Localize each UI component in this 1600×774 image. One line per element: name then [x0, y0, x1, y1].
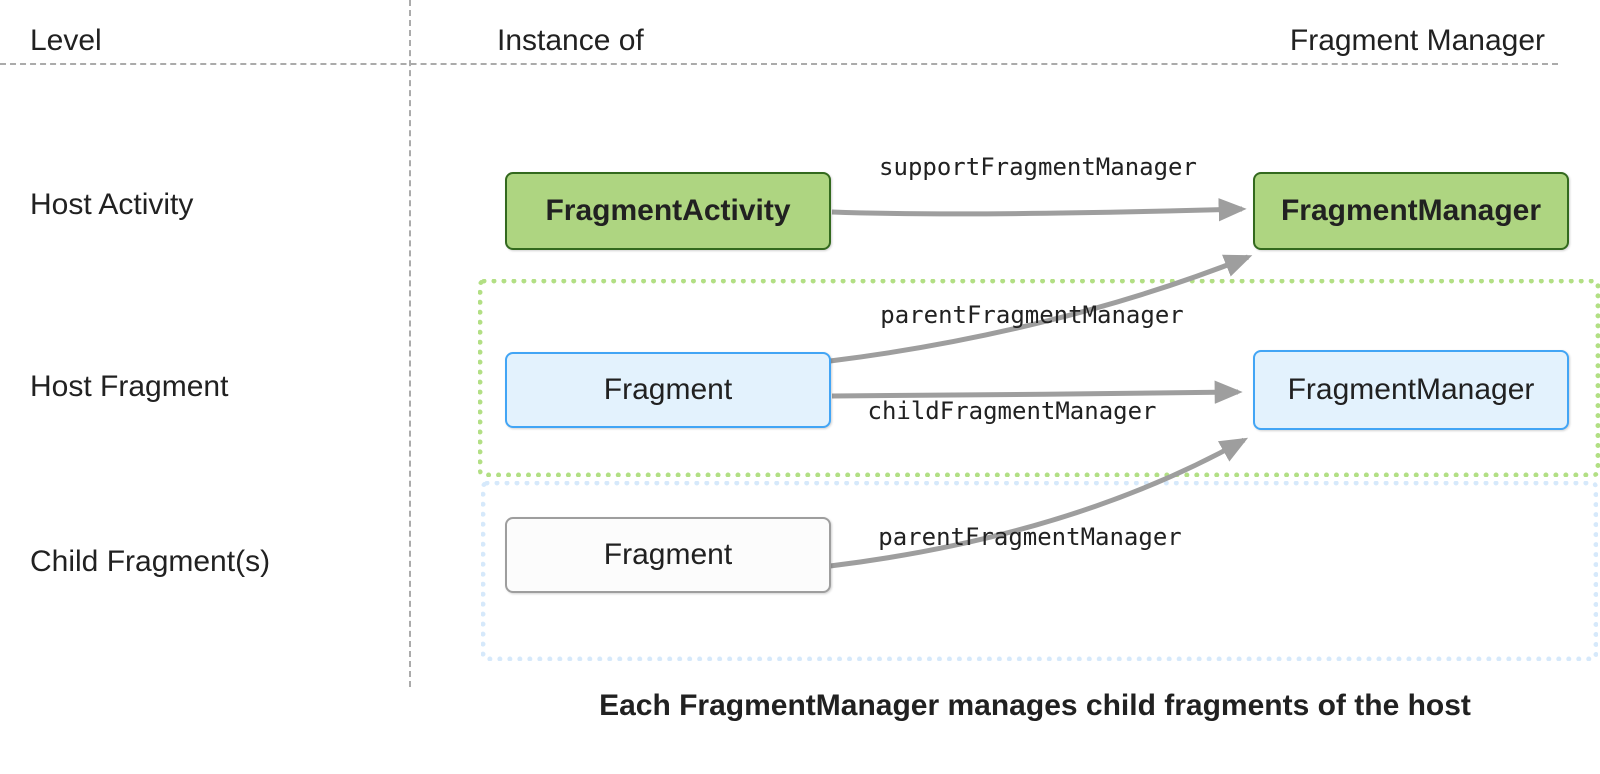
activity-fragment-manager-box: FragmentManager	[1253, 172, 1569, 250]
diagram-caption: Each FragmentManager manages child fragm…	[599, 689, 1471, 722]
host-fragment-box: Fragment	[505, 352, 831, 428]
child-fragment-box: Fragment	[505, 517, 831, 593]
row-label-host-activity: Host Activity	[30, 188, 194, 221]
support-fragment-manager-label: supportFragmentManager	[879, 153, 1197, 181]
column-header-fragment-manager: Fragment Manager	[1289, 24, 1545, 57]
row-label-child-fragments: Child Fragment(s)	[30, 545, 271, 578]
parent-fragment-manager-host-label: parentFragmentManager	[880, 301, 1184, 329]
arrow-support-fragment-manager	[831, 198, 1247, 222]
header-divider-dashed-line	[0, 63, 1558, 65]
child-fragment-box-label: Fragment	[603, 538, 733, 571]
column-divider-dashed-line	[409, 0, 411, 687]
fragment-activity-box: FragmentActivity	[505, 172, 831, 250]
host-fragment-manager-box: FragmentManager	[1253, 350, 1569, 430]
host-fragment-box-label: Fragment	[603, 373, 733, 406]
column-header-level: Level	[30, 24, 102, 57]
parent-fragment-manager-child-label: parentFragmentManager	[878, 523, 1182, 551]
host-fragment-manager-box-label: FragmentManager	[1287, 373, 1535, 406]
child-fragment-manager-label: childFragmentManager	[867, 397, 1157, 425]
activity-fragment-manager-box-label: FragmentManager	[1280, 194, 1542, 227]
fragment-activity-box-label: FragmentActivity	[545, 194, 791, 227]
row-label-host-fragment: Host Fragment	[30, 370, 229, 403]
column-header-instance-of: Instance of	[497, 24, 644, 57]
